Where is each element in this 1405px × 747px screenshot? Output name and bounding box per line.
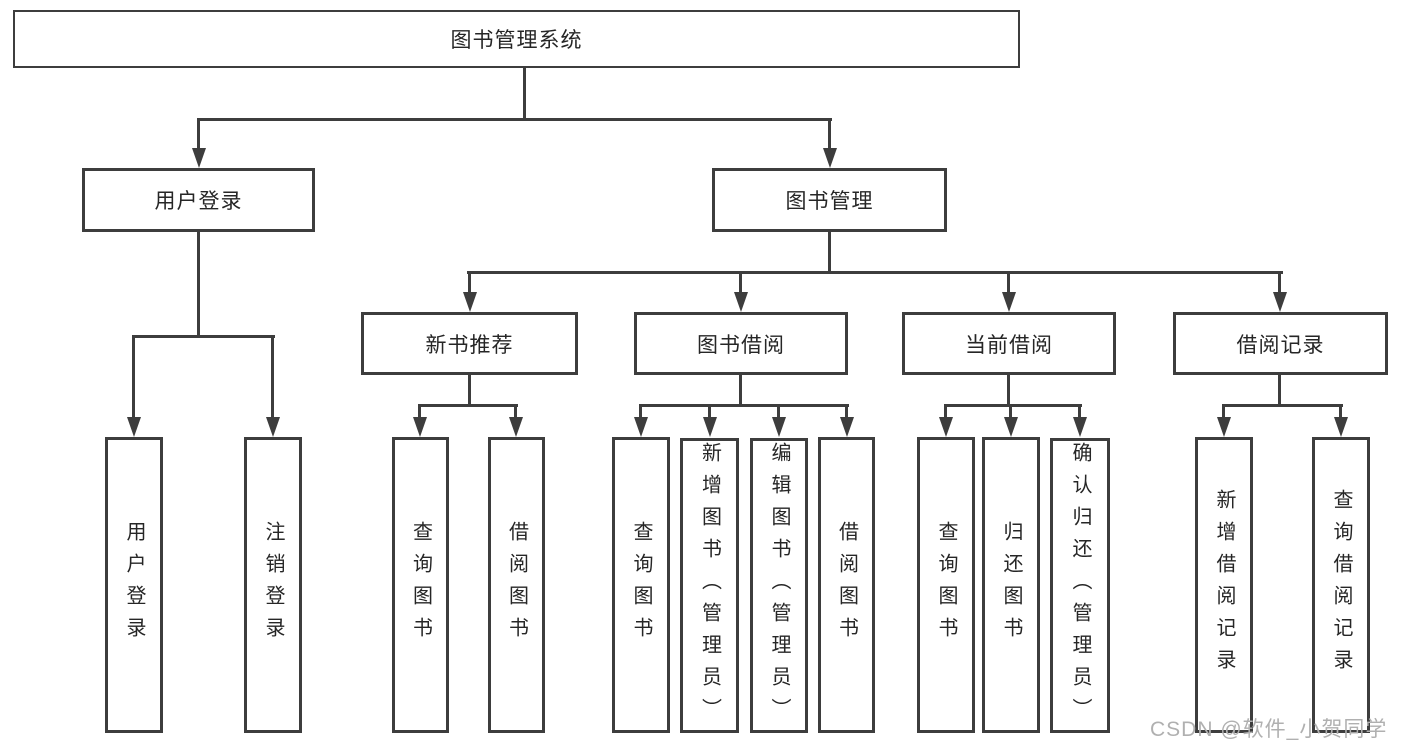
connector-line <box>197 118 832 121</box>
node-logout: 注销登录 <box>244 437 302 733</box>
arrow-down-icon <box>463 292 477 312</box>
node-book-borrowing: 图书借阅 <box>634 312 848 375</box>
arrow-down-icon <box>266 417 280 437</box>
connector-line <box>1009 404 1012 419</box>
connector-line <box>828 230 831 273</box>
connector-line <box>271 335 274 419</box>
node-label: 确认归还（管理员） <box>1069 441 1091 730</box>
connector-line <box>944 404 1082 407</box>
node-add-borrow-record: 新增借阅记录 <box>1195 437 1253 733</box>
node-query-books-current: 查询图书 <box>917 437 975 733</box>
node-label: 新增借阅记录 <box>1213 489 1235 681</box>
arrow-down-icon <box>413 417 427 437</box>
node-label: 图书管理 <box>785 190 874 213</box>
connector-line <box>468 271 471 294</box>
node-add-books-admin: 新增图书（管理员） <box>680 438 739 733</box>
node-label: 查询借阅记录 <box>1330 489 1352 681</box>
node-label: 借阅图书 <box>835 521 858 649</box>
connector-line <box>1222 404 1225 419</box>
connector-line <box>1222 404 1343 407</box>
node-label: 查询图书 <box>935 521 957 649</box>
connector-line <box>639 404 642 419</box>
node-label: 查询图书 <box>409 521 432 649</box>
arrow-down-icon <box>1273 292 1287 312</box>
connector-line <box>639 404 849 407</box>
node-borrowing-records: 借阅记录 <box>1173 312 1388 375</box>
node-label: 用户登录 <box>123 521 145 649</box>
node-user-login-action: 用户登录 <box>105 437 163 733</box>
node-library-management-system: 图书管理系统 <box>13 10 1020 68</box>
connector-line <box>828 118 831 150</box>
node-label: 用户登录 <box>154 190 243 213</box>
node-label: 借阅记录 <box>1236 333 1325 357</box>
node-label: 新书推荐 <box>425 333 514 357</box>
arrow-down-icon <box>772 417 786 437</box>
arrow-down-icon <box>1004 417 1018 437</box>
arrow-down-icon <box>1073 417 1087 437</box>
node-current-borrowing: 当前借阅 <box>902 312 1116 375</box>
connector-line <box>1278 373 1281 404</box>
connector-line <box>1339 404 1342 419</box>
node-return-books: 归还图书 <box>982 437 1040 733</box>
node-label: 编辑图书（管理员） <box>768 441 790 730</box>
node-book-management: 图书管理 <box>712 168 947 232</box>
arrow-down-icon <box>840 417 854 437</box>
arrow-down-icon <box>703 417 717 437</box>
arrow-down-icon <box>823 148 837 168</box>
arrow-down-icon <box>1002 292 1016 312</box>
arrow-down-icon <box>734 292 748 312</box>
connector-line <box>739 271 742 294</box>
arrow-down-icon <box>1334 417 1348 437</box>
arrow-down-icon <box>127 417 141 437</box>
connector-line <box>845 404 848 419</box>
csdn-watermark: CSDN @软件_小贺同学 <box>1150 718 1388 741</box>
node-borrow-books-recommend: 借阅图书 <box>488 437 545 733</box>
connector-line <box>1278 271 1281 294</box>
connector-line <box>468 373 471 404</box>
node-label: 查询图书 <box>630 521 652 649</box>
node-label: 归还图书 <box>1000 521 1022 649</box>
node-user-login: 用户登录 <box>82 168 315 232</box>
arrow-down-icon <box>939 417 953 437</box>
node-label: 借阅图书 <box>505 521 528 649</box>
arrow-down-icon <box>1217 417 1231 437</box>
arrow-down-icon <box>192 148 206 168</box>
node-new-book-recommendation: 新书推荐 <box>361 312 578 375</box>
connector-line <box>1007 271 1010 294</box>
node-label: 新增图书（管理员） <box>698 441 721 730</box>
node-edit-books-admin: 编辑图书（管理员） <box>750 438 808 733</box>
node-query-borrow-record: 查询借阅记录 <box>1312 437 1370 733</box>
connector-line <box>467 271 1283 274</box>
connector-line <box>1007 373 1010 404</box>
connector-line <box>523 66 526 120</box>
node-confirm-return-admin: 确认归还（管理员） <box>1050 438 1110 733</box>
node-label: 注销登录 <box>262 521 284 649</box>
node-borrow-books-borrowing: 借阅图书 <box>818 437 875 733</box>
connector-line <box>739 373 742 404</box>
node-label: 当前借阅 <box>965 333 1053 357</box>
connector-line <box>197 118 200 150</box>
connector-line <box>777 404 780 419</box>
connector-line <box>418 404 421 419</box>
connector-line <box>197 230 200 335</box>
arrow-down-icon <box>634 417 648 437</box>
connector-line <box>132 335 135 419</box>
connector-line <box>944 404 947 419</box>
connector-line <box>132 335 275 338</box>
node-label: 图书借阅 <box>697 333 785 357</box>
node-query-books-borrowing: 查询图书 <box>612 437 670 733</box>
node-label: 图书管理系统 <box>450 29 583 52</box>
connector-line <box>1078 404 1081 419</box>
node-query-books-recommend: 查询图书 <box>392 437 449 733</box>
connector-line <box>514 404 517 419</box>
connector-line <box>418 404 518 407</box>
connector-line <box>708 404 711 419</box>
arrow-down-icon <box>509 417 523 437</box>
